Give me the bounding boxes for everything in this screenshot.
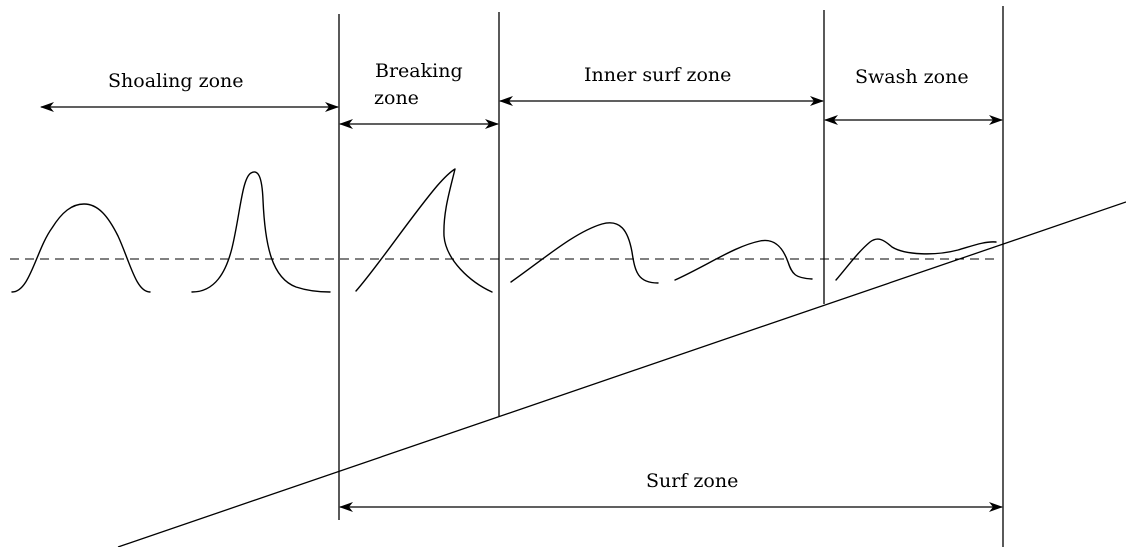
inner-surf-bore-2 (675, 240, 812, 280)
inner-surf-zone-label: Inner surf zone (584, 64, 731, 86)
beach-slope-line (118, 202, 1126, 547)
breaking-zone-label-line1: Breaking (375, 60, 463, 82)
surf-zone-label: Surf zone (646, 470, 738, 492)
breaking-zone-label-line2: zone (374, 87, 419, 109)
breaking-wave (356, 169, 492, 292)
shoaling-wave-symmetric (12, 204, 150, 292)
inner-surf-bore-1 (511, 223, 658, 283)
shoaling-zone-label: Shoaling zone (108, 70, 244, 92)
shoaling-wave-peaked (192, 172, 330, 292)
swash-zone-label: Swash zone (855, 66, 969, 88)
